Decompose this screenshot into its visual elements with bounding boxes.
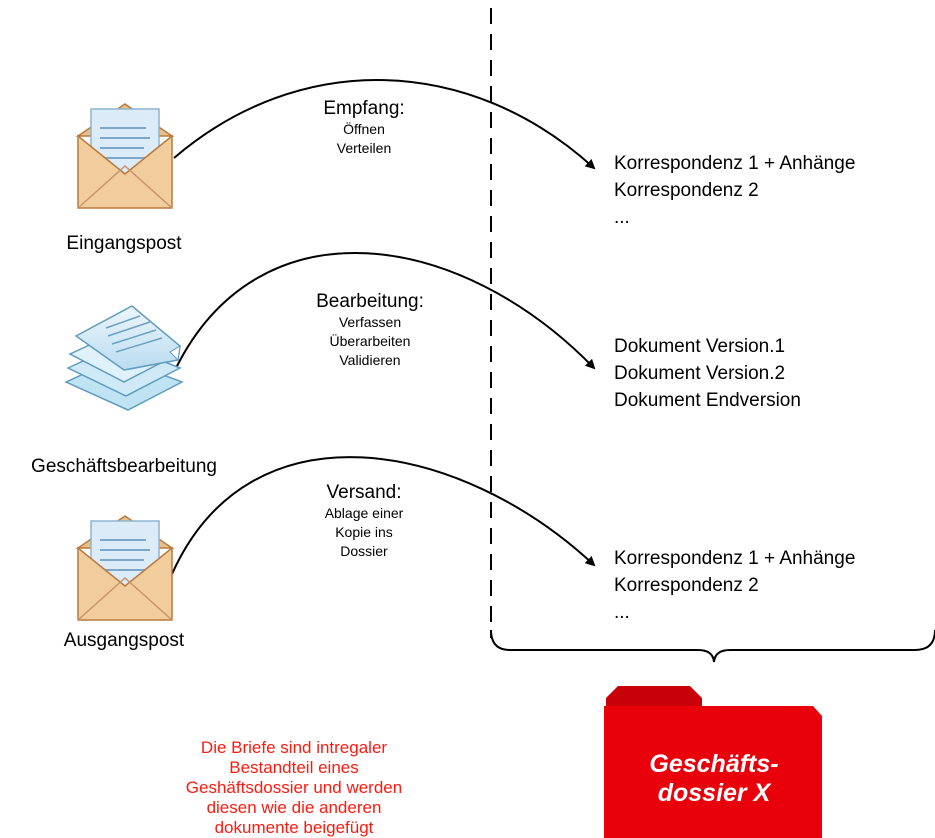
target-item: Dokument Version.2	[614, 363, 786, 384]
folder-title: Geschäfts- dossier X	[606, 750, 822, 808]
target-list-versand: Korrespondenz 1 + Anhänge Korrespondenz …	[614, 545, 855, 626]
target-item: Korrespondenz 2	[614, 575, 759, 596]
phase-title: Versand:	[326, 482, 402, 503]
phase-step: Dossier	[340, 543, 388, 559]
arrow-versand	[171, 456, 596, 575]
target-item: Korrespondenz 1 + Anhänge	[614, 153, 856, 174]
target-item: Korrespondenz 1 + Anhänge	[614, 548, 856, 569]
target-item: ...	[614, 602, 630, 623]
source-label-geschaeftsbearbeitung: Geschäftsbearbeitung	[31, 456, 217, 477]
target-item: Dokument Version.1	[614, 336, 786, 357]
source-label-ausgangspost: Ausgangspost	[63, 630, 185, 651]
open-envelope-icon	[75, 103, 175, 209]
target-item: ...	[614, 207, 630, 228]
folder-icon	[604, 686, 822, 838]
target-item: Korrespondenz 2	[614, 180, 759, 201]
target-list-eingang: Korrespondenz 1 + Anhänge Korrespondenz …	[614, 150, 855, 231]
phase-title: Bearbeitung:	[316, 291, 424, 312]
phase-step: Öffnen	[343, 121, 385, 137]
phase-step: Validieren	[339, 352, 401, 368]
target-item: Dokument Endversion	[614, 390, 801, 411]
note-text: Die Briefe sind intregaler Bestandteil e…	[185, 738, 403, 837]
phase-bearbeitung: Bearbeitung: Verfassen Überarbeiten Vali…	[316, 291, 424, 370]
target-list-bearbeitung: Dokument Version.1 Dokument Version.2 Do…	[614, 333, 801, 414]
arrow-bearbeitung	[175, 251, 596, 370]
arrow-empfang	[173, 79, 596, 170]
phase-versand: Versand: Ablage einer Kopie ins Dossier	[325, 482, 404, 561]
phase-step: Ablage einer	[324, 505, 404, 521]
phase-title: Empfang:	[323, 98, 405, 119]
phase-step: Kopie ins	[335, 524, 393, 540]
grouping-brace	[490, 629, 935, 663]
open-envelope-icon	[75, 515, 175, 621]
phase-step: Überarbeiten	[329, 333, 411, 349]
document-stack-icon	[64, 305, 184, 411]
phase-step: Verteilen	[336, 140, 392, 156]
folder-title-line: Geschäfts-	[649, 750, 779, 778]
folder-title-line: dossier X	[657, 779, 771, 807]
source-label-eingangspost: Eingangspost	[66, 233, 182, 254]
phase-step: Verfassen	[338, 314, 402, 330]
phase-empfang: Empfang: Öffnen Verteilen	[323, 98, 404, 158]
